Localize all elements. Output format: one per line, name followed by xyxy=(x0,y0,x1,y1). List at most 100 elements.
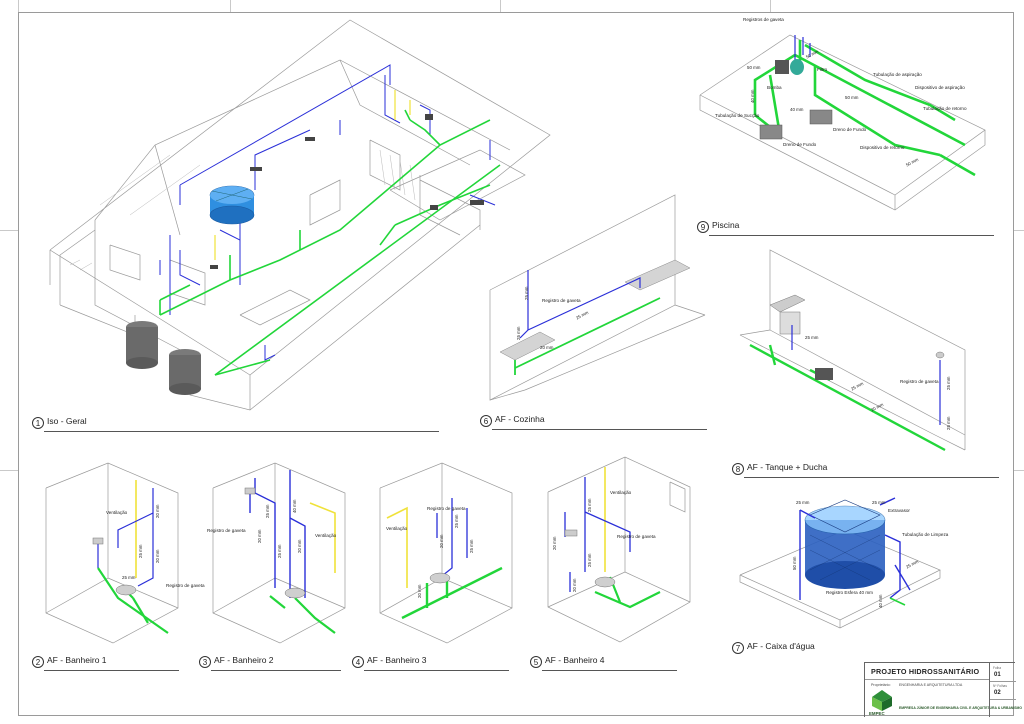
frame-tick xyxy=(500,0,501,12)
proprietario-value: ENGENHARIA E ARQUITETURA LTDA xyxy=(899,683,963,687)
room-walls xyxy=(379,462,513,644)
view-title-underline xyxy=(744,477,999,478)
label-registro-gaveta: Registro de gaveta xyxy=(427,506,466,511)
dim-label: 25 mm xyxy=(469,539,474,553)
pool-equipment xyxy=(759,59,833,140)
dim-label: 50 mm xyxy=(792,556,797,570)
label-extravasor: Extravasor xyxy=(888,508,910,513)
pool-outline xyxy=(699,34,986,211)
view-number: 3 xyxy=(199,656,211,668)
label-dispositivo-aspiracao: Dispositivo de aspiração xyxy=(915,85,965,90)
dim-label: 25 mm xyxy=(805,335,819,340)
total-value: 02 xyxy=(994,690,1001,696)
view-title: AF - Tanque + Ducha xyxy=(747,462,828,472)
label-ventilacao: Ventilação xyxy=(386,526,408,531)
label-tubulacao-retorno: Tubulação de retorno xyxy=(923,106,967,111)
dim-label: 40 mm xyxy=(878,594,883,608)
dim-label: 25 mm xyxy=(516,326,521,340)
countertops xyxy=(499,259,691,361)
label-ventilacao: Ventilação xyxy=(315,533,337,538)
dim-label: 25 mm xyxy=(524,286,529,300)
view-title-underline xyxy=(364,670,509,671)
dim-label: 40 mm xyxy=(292,499,297,513)
view-af-banheiro-4: Ventilação Registro de gaveta 25 mm 20 m… xyxy=(530,452,700,671)
label-ventilacao: Ventilação xyxy=(106,510,128,515)
label-filtro: Filtro xyxy=(817,67,828,72)
room-walls xyxy=(547,456,691,643)
label-registro-esfera: Registro Esfera 40 mm xyxy=(826,590,873,595)
dim-label: 25 mm xyxy=(277,544,282,558)
sink xyxy=(564,529,578,537)
view-title-underline xyxy=(211,670,341,671)
view-title-underline xyxy=(492,429,707,430)
view-title-underline xyxy=(44,670,179,671)
caixa-dagua-drawing xyxy=(739,497,941,629)
drain-pipes xyxy=(269,595,336,634)
dim-label: 25 mm xyxy=(138,544,143,558)
dim-label: 25 mm xyxy=(872,500,886,505)
dim-label: 20 mm xyxy=(155,504,160,518)
pool-pipes xyxy=(753,40,976,177)
sheet-info-column: Folha 01 Nº Folhas 02 xyxy=(989,663,1016,717)
banheiro-1-drawing xyxy=(45,462,179,644)
label-dreno-fundo: Dreno de Fundo xyxy=(833,127,867,132)
dim-label: 20 mm xyxy=(572,578,577,592)
dim-label: 50 mm xyxy=(747,65,761,70)
cold-water-pipes xyxy=(791,325,941,425)
dim-label: 20 mm xyxy=(417,584,422,598)
drain-pipes xyxy=(514,297,661,375)
view-iso-geral: 1 Iso - Geral xyxy=(32,15,551,432)
dim-label: 25 mm xyxy=(587,498,592,512)
frame-tick xyxy=(0,230,18,231)
water-tank xyxy=(804,499,886,589)
room-walls xyxy=(45,462,179,644)
view-number: 2 xyxy=(32,656,44,668)
cold-water-pipes xyxy=(519,270,641,339)
view-title: AF - Cozinha xyxy=(495,414,545,424)
proprietario-label: Proprietário: xyxy=(871,683,891,687)
tank-pipes xyxy=(799,497,911,600)
drain-pipes xyxy=(159,109,501,376)
water-tank xyxy=(209,185,255,225)
view-number: 6 xyxy=(480,415,492,427)
empec-logo-icon xyxy=(872,690,892,711)
view-title: AF - Banheiro 3 xyxy=(367,655,427,665)
dim-label: 20 mm xyxy=(257,529,262,543)
label-bomba: Bomba xyxy=(767,85,782,90)
view-title-underline xyxy=(44,431,439,432)
pool-valves xyxy=(794,35,811,60)
folha-value: 01 xyxy=(994,672,1001,678)
view-af-banheiro-1: Ventilação Registro de gaveta 20 mm 25 m… xyxy=(32,458,205,671)
view-title: AF - Banheiro 4 xyxy=(545,655,605,665)
ventilation-pipes xyxy=(214,90,411,260)
piscina-drawing xyxy=(699,34,986,211)
cold-water-pipes xyxy=(159,64,496,361)
view-title: AF - Banheiro 2 xyxy=(214,655,274,665)
dim-label: 20 mm xyxy=(552,536,557,550)
room-walls xyxy=(489,194,706,401)
view-number: 1 xyxy=(32,417,44,429)
dim-label: 50 mm xyxy=(845,95,859,100)
total-label: Nº Folhas xyxy=(993,684,1007,688)
banheiro-2-drawing xyxy=(212,462,346,644)
room-walls xyxy=(739,249,966,451)
dim-label: 25 mm xyxy=(454,514,459,528)
frame-tick xyxy=(1014,230,1024,231)
tank-fixture xyxy=(769,294,945,359)
view-title: AF - Banheiro 1 xyxy=(47,655,107,665)
view-af-tanque-ducha: 25 mm Registro de gaveta 25 mm 25 mm 20 … xyxy=(730,240,1000,478)
cell-divider xyxy=(990,681,1016,682)
view-af-caixa-dagua: 25 mm 25 mm Extravasor Tubulação de Limp… xyxy=(730,490,1000,654)
toilet xyxy=(594,576,616,588)
cold-water-pipes xyxy=(97,488,154,587)
label-registro-gaveta: Registro de gaveta xyxy=(166,583,205,588)
dim-label: 20 mm xyxy=(297,539,302,553)
frame-tick xyxy=(18,0,19,12)
view-af-banheiro-2: Registro de gaveta Ventilação 25 mm 20 m… xyxy=(199,458,355,671)
frame-tick xyxy=(770,0,771,12)
ventilation-pipes xyxy=(386,506,408,588)
label-dispositivo-retorno: Dispositivo de retorno xyxy=(860,145,905,150)
sink xyxy=(92,537,104,545)
label-tubulacao-succao: Tubulação de Sucção xyxy=(715,113,760,118)
view-title: AF - Caixa d'água xyxy=(747,641,815,651)
